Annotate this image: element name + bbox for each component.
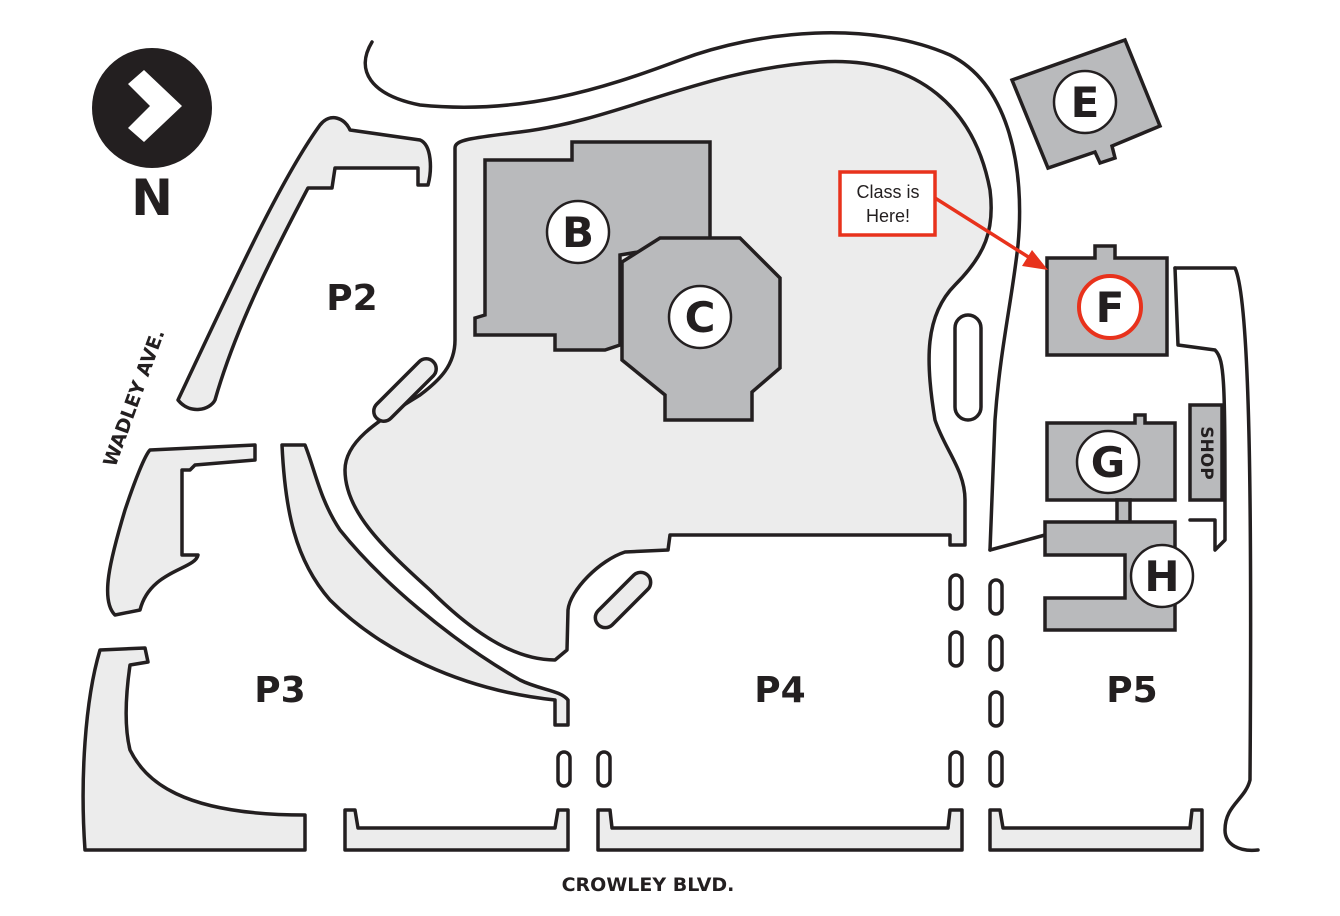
callout-arrow-line xyxy=(934,196,1031,260)
building-b-marker[interactable]: B xyxy=(545,199,611,265)
building-c-label: C xyxy=(685,293,716,342)
building-c-marker[interactable]: C xyxy=(667,284,733,350)
p4-median xyxy=(593,570,653,630)
building-shop xyxy=(1188,403,1224,502)
callout-arrowhead-icon xyxy=(1022,250,1048,270)
bottom-island-1 xyxy=(343,808,570,852)
north-arrow: N xyxy=(92,48,212,227)
north-arrow-chevron-icon xyxy=(128,70,182,142)
building-e-label: E xyxy=(1071,78,1100,127)
wadley-island xyxy=(105,443,257,617)
lot-p3-label: P3 xyxy=(254,670,305,711)
building-b-label: B xyxy=(562,208,594,257)
building-g-marker[interactable]: G xyxy=(1075,429,1141,495)
class-callout: Class is Here! xyxy=(838,170,1048,270)
lot-p2-label: P2 xyxy=(326,278,377,319)
building-f-marker[interactable]: F xyxy=(1077,274,1143,340)
p3-west-island xyxy=(81,646,307,852)
road-north-curve xyxy=(363,31,1022,552)
g-h-connector xyxy=(1115,498,1132,524)
bottom-island-3 xyxy=(988,808,1204,852)
building-e-marker[interactable]: E xyxy=(1052,69,1118,135)
lot-p5-label: P5 xyxy=(1106,670,1157,711)
callout-line2: Here! xyxy=(866,206,910,226)
p3-island xyxy=(280,443,570,727)
p2-median xyxy=(372,357,438,423)
building-h-marker[interactable]: H xyxy=(1129,543,1195,609)
lane-dividers xyxy=(556,573,1004,788)
lot-p4-label: P4 xyxy=(754,670,805,711)
callout-line1: Class is xyxy=(856,182,919,202)
building-g-label: G xyxy=(1091,438,1125,487)
building-f-label: F xyxy=(1096,283,1125,332)
bottom-island-2 xyxy=(596,808,964,852)
road-east-inner xyxy=(1173,266,1227,552)
road-east xyxy=(988,266,1260,853)
building-h-label: H xyxy=(1144,552,1179,601)
p2-island xyxy=(176,115,433,412)
street-crowley: CROWLEY BLVD. xyxy=(562,874,735,896)
median-island xyxy=(953,313,983,422)
north-label: N xyxy=(131,169,173,227)
shop-label: SHOP xyxy=(1196,426,1216,479)
